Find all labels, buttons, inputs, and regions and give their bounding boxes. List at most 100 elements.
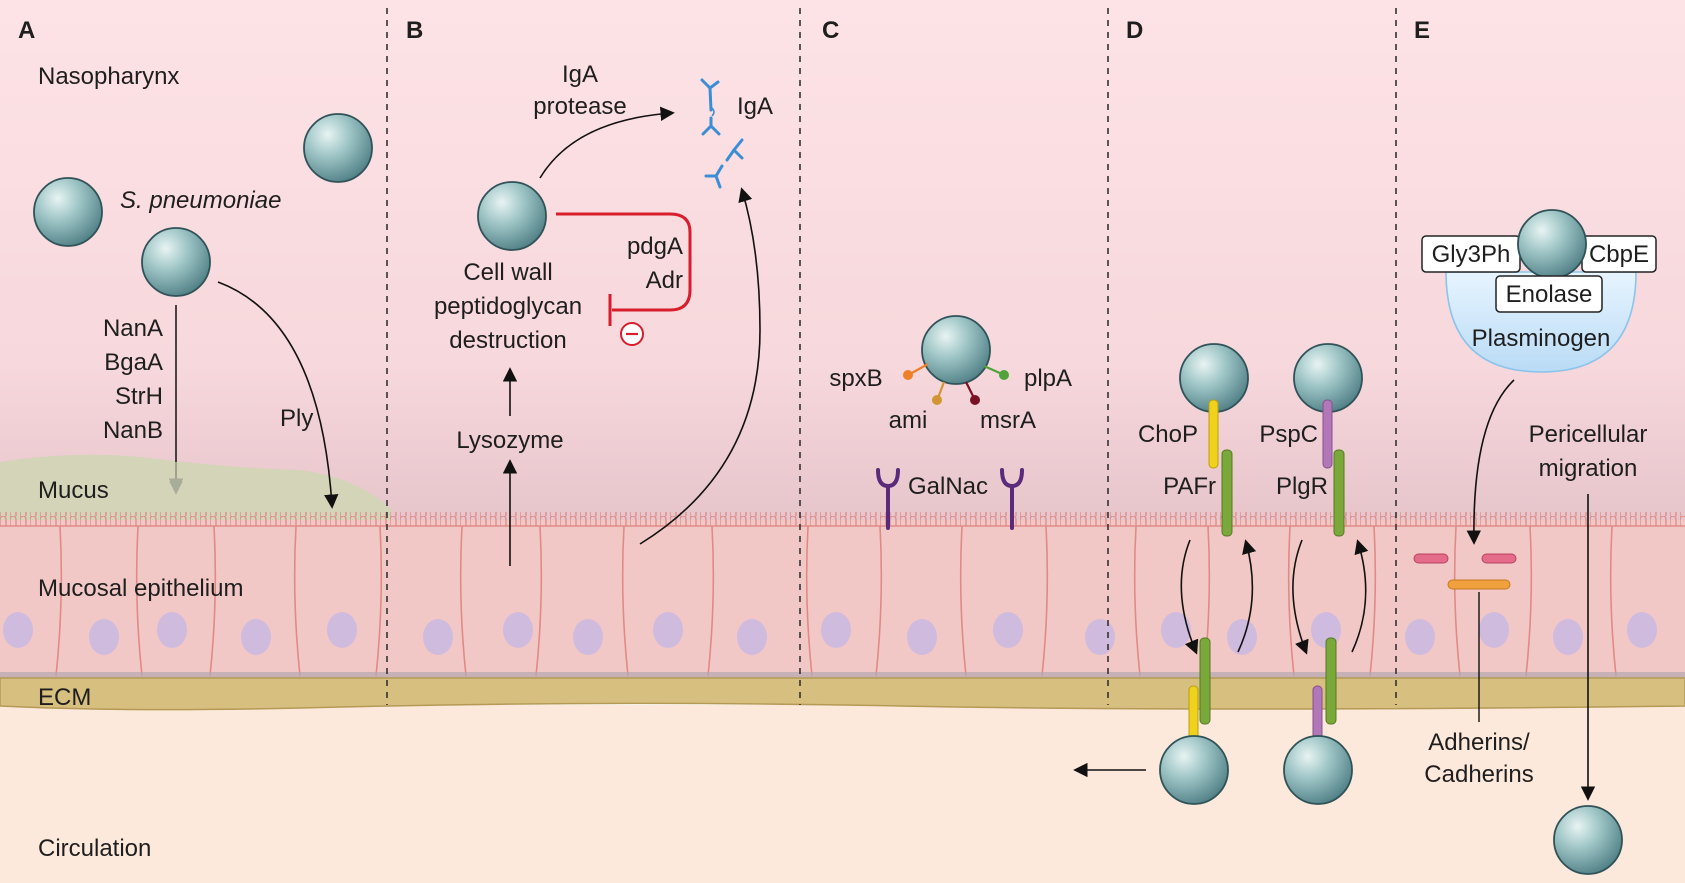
cell-nucleus bbox=[737, 619, 767, 655]
label-iga: IgA bbox=[737, 93, 773, 120]
cell-border bbox=[375, 525, 383, 677]
cell-nucleus bbox=[821, 612, 851, 648]
cell-nucleus bbox=[907, 619, 937, 655]
cell-nucleus bbox=[573, 619, 603, 655]
cell-border bbox=[707, 525, 715, 677]
cell-nucleus bbox=[993, 612, 1023, 648]
iga-antibody-1 bbox=[700, 78, 721, 136]
ecm-layer bbox=[0, 677, 1685, 711]
label-cadherins: Cadherins bbox=[1424, 761, 1533, 788]
gene-markers bbox=[903, 363, 1009, 405]
plasminogen-arrow bbox=[1466, 379, 1515, 545]
pafr-receptor bbox=[1221, 449, 1233, 537]
bacterium-a-3 bbox=[141, 227, 211, 297]
cell-nucleus bbox=[157, 612, 187, 648]
msra-marker bbox=[970, 395, 980, 405]
pspc-ligand bbox=[1322, 399, 1333, 469]
inhibition-loop bbox=[556, 212, 692, 312]
label-nana: NanA bbox=[103, 315, 163, 342]
cell-nucleus bbox=[1553, 619, 1583, 655]
cell-border bbox=[293, 525, 301, 677]
galnac-receptors bbox=[876, 468, 1024, 530]
pigr-transcytosis-down bbox=[1292, 539, 1309, 655]
label-mucus: Mucus bbox=[38, 477, 109, 504]
pigr-receptor bbox=[1333, 449, 1345, 537]
label-ami: ami bbox=[889, 407, 928, 434]
label-bgaa: BgaA bbox=[104, 349, 163, 376]
label-cbpe: CbpE bbox=[1589, 241, 1649, 268]
label-plpa: plpA bbox=[1024, 365, 1072, 392]
label-migration: migration bbox=[1539, 455, 1638, 482]
cell-nucleus bbox=[89, 619, 119, 655]
cell-border bbox=[1133, 525, 1141, 677]
iga-protease-arrow bbox=[539, 106, 675, 179]
label-chop: ChoP bbox=[1138, 421, 1198, 448]
label-pspc: PspC bbox=[1259, 421, 1318, 448]
label-enolase: Enolase bbox=[1506, 281, 1593, 308]
label-nanb: NanB bbox=[103, 417, 163, 444]
cell-border bbox=[209, 525, 217, 677]
label-spxb: spxB bbox=[829, 365, 882, 392]
cell-nucleus bbox=[1161, 612, 1191, 648]
plpa-marker bbox=[999, 370, 1009, 380]
panel-dividers bbox=[386, 8, 1397, 705]
label-adr: Adr bbox=[646, 267, 683, 294]
cell-nucleus bbox=[423, 619, 453, 655]
adherin-junction bbox=[1413, 553, 1517, 590]
label-peptidoglycan: peptidoglycan bbox=[434, 293, 582, 320]
cell-border bbox=[55, 525, 63, 677]
nuclei bbox=[3, 612, 1657, 655]
cell-nucleus bbox=[653, 612, 683, 648]
bacterium-b bbox=[477, 181, 547, 251]
label-ply: Ply bbox=[280, 405, 313, 432]
enolase-box bbox=[1495, 275, 1603, 313]
label-adherins: Adherins/ bbox=[1428, 729, 1530, 756]
cell-border bbox=[1369, 525, 1377, 677]
cell-border bbox=[1525, 525, 1533, 677]
mucus-layer bbox=[0, 454, 392, 525]
ami-marker bbox=[932, 395, 942, 405]
panel-letter-d: D bbox=[1126, 17, 1143, 44]
chop-transcytosis-up bbox=[1237, 539, 1257, 653]
label-cell-wall: Cell wall bbox=[463, 259, 552, 286]
label-msra: msrA bbox=[980, 407, 1036, 434]
cell-nucleus bbox=[327, 612, 357, 648]
microvilli bbox=[0, 512, 1685, 526]
cell-border bbox=[1453, 525, 1461, 677]
pigr-receptor-basal bbox=[1325, 637, 1337, 725]
chop-ligand bbox=[1208, 399, 1219, 469]
label-pigr: PlgR bbox=[1276, 473, 1328, 500]
label-lysozyme: Lysozyme bbox=[456, 427, 563, 454]
label-pafr: PAFr bbox=[1163, 473, 1216, 500]
bacterium-e-circulation bbox=[1553, 805, 1623, 875]
spxb-marker bbox=[903, 370, 913, 380]
bacterium-a-1 bbox=[303, 113, 373, 183]
iga-secretion-arrow bbox=[639, 187, 761, 545]
panel-letter-a: A bbox=[18, 17, 35, 44]
cell-border bbox=[805, 525, 813, 677]
cell-border bbox=[1041, 525, 1049, 677]
cell-border bbox=[535, 525, 543, 677]
circulation-region bbox=[0, 705, 1685, 883]
cell-border bbox=[459, 525, 467, 677]
cell-border bbox=[875, 525, 883, 677]
cell-border bbox=[621, 525, 629, 677]
cell-borders bbox=[55, 525, 1617, 677]
label-pdga: pdgA bbox=[627, 233, 683, 260]
chop-transcytosis-down bbox=[1180, 539, 1199, 655]
label-mucosal-epithelium: Mucosal epithelium bbox=[38, 575, 243, 602]
cell-nucleus bbox=[1627, 612, 1657, 648]
pafr-receptor-basal bbox=[1199, 637, 1211, 725]
cell-border bbox=[135, 525, 143, 677]
bacterium-a-2 bbox=[33, 177, 103, 247]
pigr-transcytosis-up bbox=[1351, 539, 1369, 653]
label-ecm: ECM bbox=[38, 684, 91, 711]
label-destruction: destruction bbox=[449, 327, 566, 354]
label-pericellular: Pericellular bbox=[1529, 421, 1648, 448]
iga-antibody-2 bbox=[704, 138, 744, 189]
cell-nucleus bbox=[241, 619, 271, 655]
cell-nucleus bbox=[1479, 612, 1509, 648]
cell-nucleus bbox=[503, 612, 533, 648]
